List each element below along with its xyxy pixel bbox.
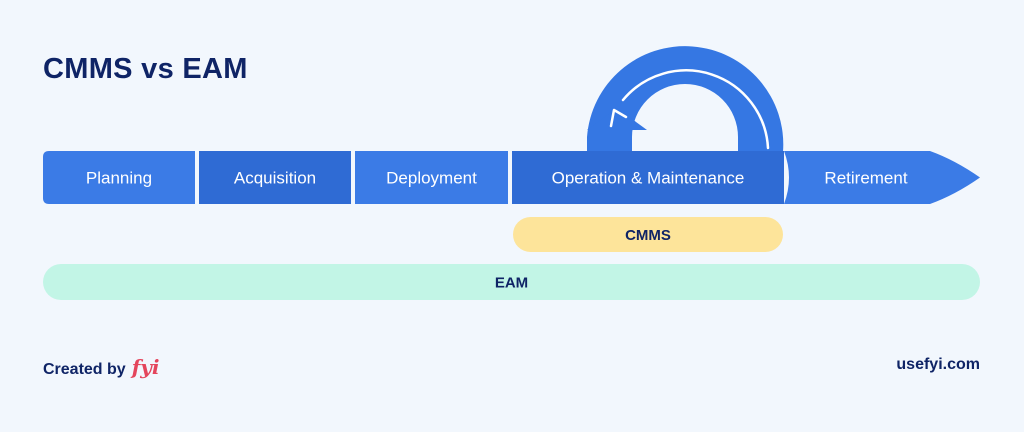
site-link[interactable]: usefyi.com	[896, 356, 980, 373]
brand-logo[interactable]: fyi	[131, 355, 160, 379]
stage-label-deployment: Deployment	[386, 169, 477, 188]
footer-credit: Created by fyi	[43, 355, 160, 379]
stage-operation-maintenance: Operation & Maintenance	[512, 151, 784, 204]
eam-label: EAM	[495, 275, 528, 292]
stage-label-acquisition: Acquisition	[234, 169, 316, 188]
cmms-label: CMMS	[625, 227, 671, 244]
stage-retirement: Retirement	[784, 151, 980, 204]
stage-label-retirement: Retirement	[824, 169, 907, 188]
cmms-bar: CMMS	[513, 217, 783, 252]
stage-acquisition: Acquisition	[199, 151, 351, 204]
stage-planning: Planning	[43, 151, 195, 204]
stage-label-planning: Planning	[86, 169, 152, 188]
stage-deployment: Deployment	[355, 151, 508, 204]
created-by-text: Created by	[43, 361, 126, 378]
cycle-arrow-icon	[587, 46, 784, 152]
page-title: CMMS vs EAM	[43, 53, 248, 85]
eam-bar: EAM	[43, 264, 980, 300]
stage-label-operation-maintenance: Operation & Maintenance	[552, 169, 745, 188]
